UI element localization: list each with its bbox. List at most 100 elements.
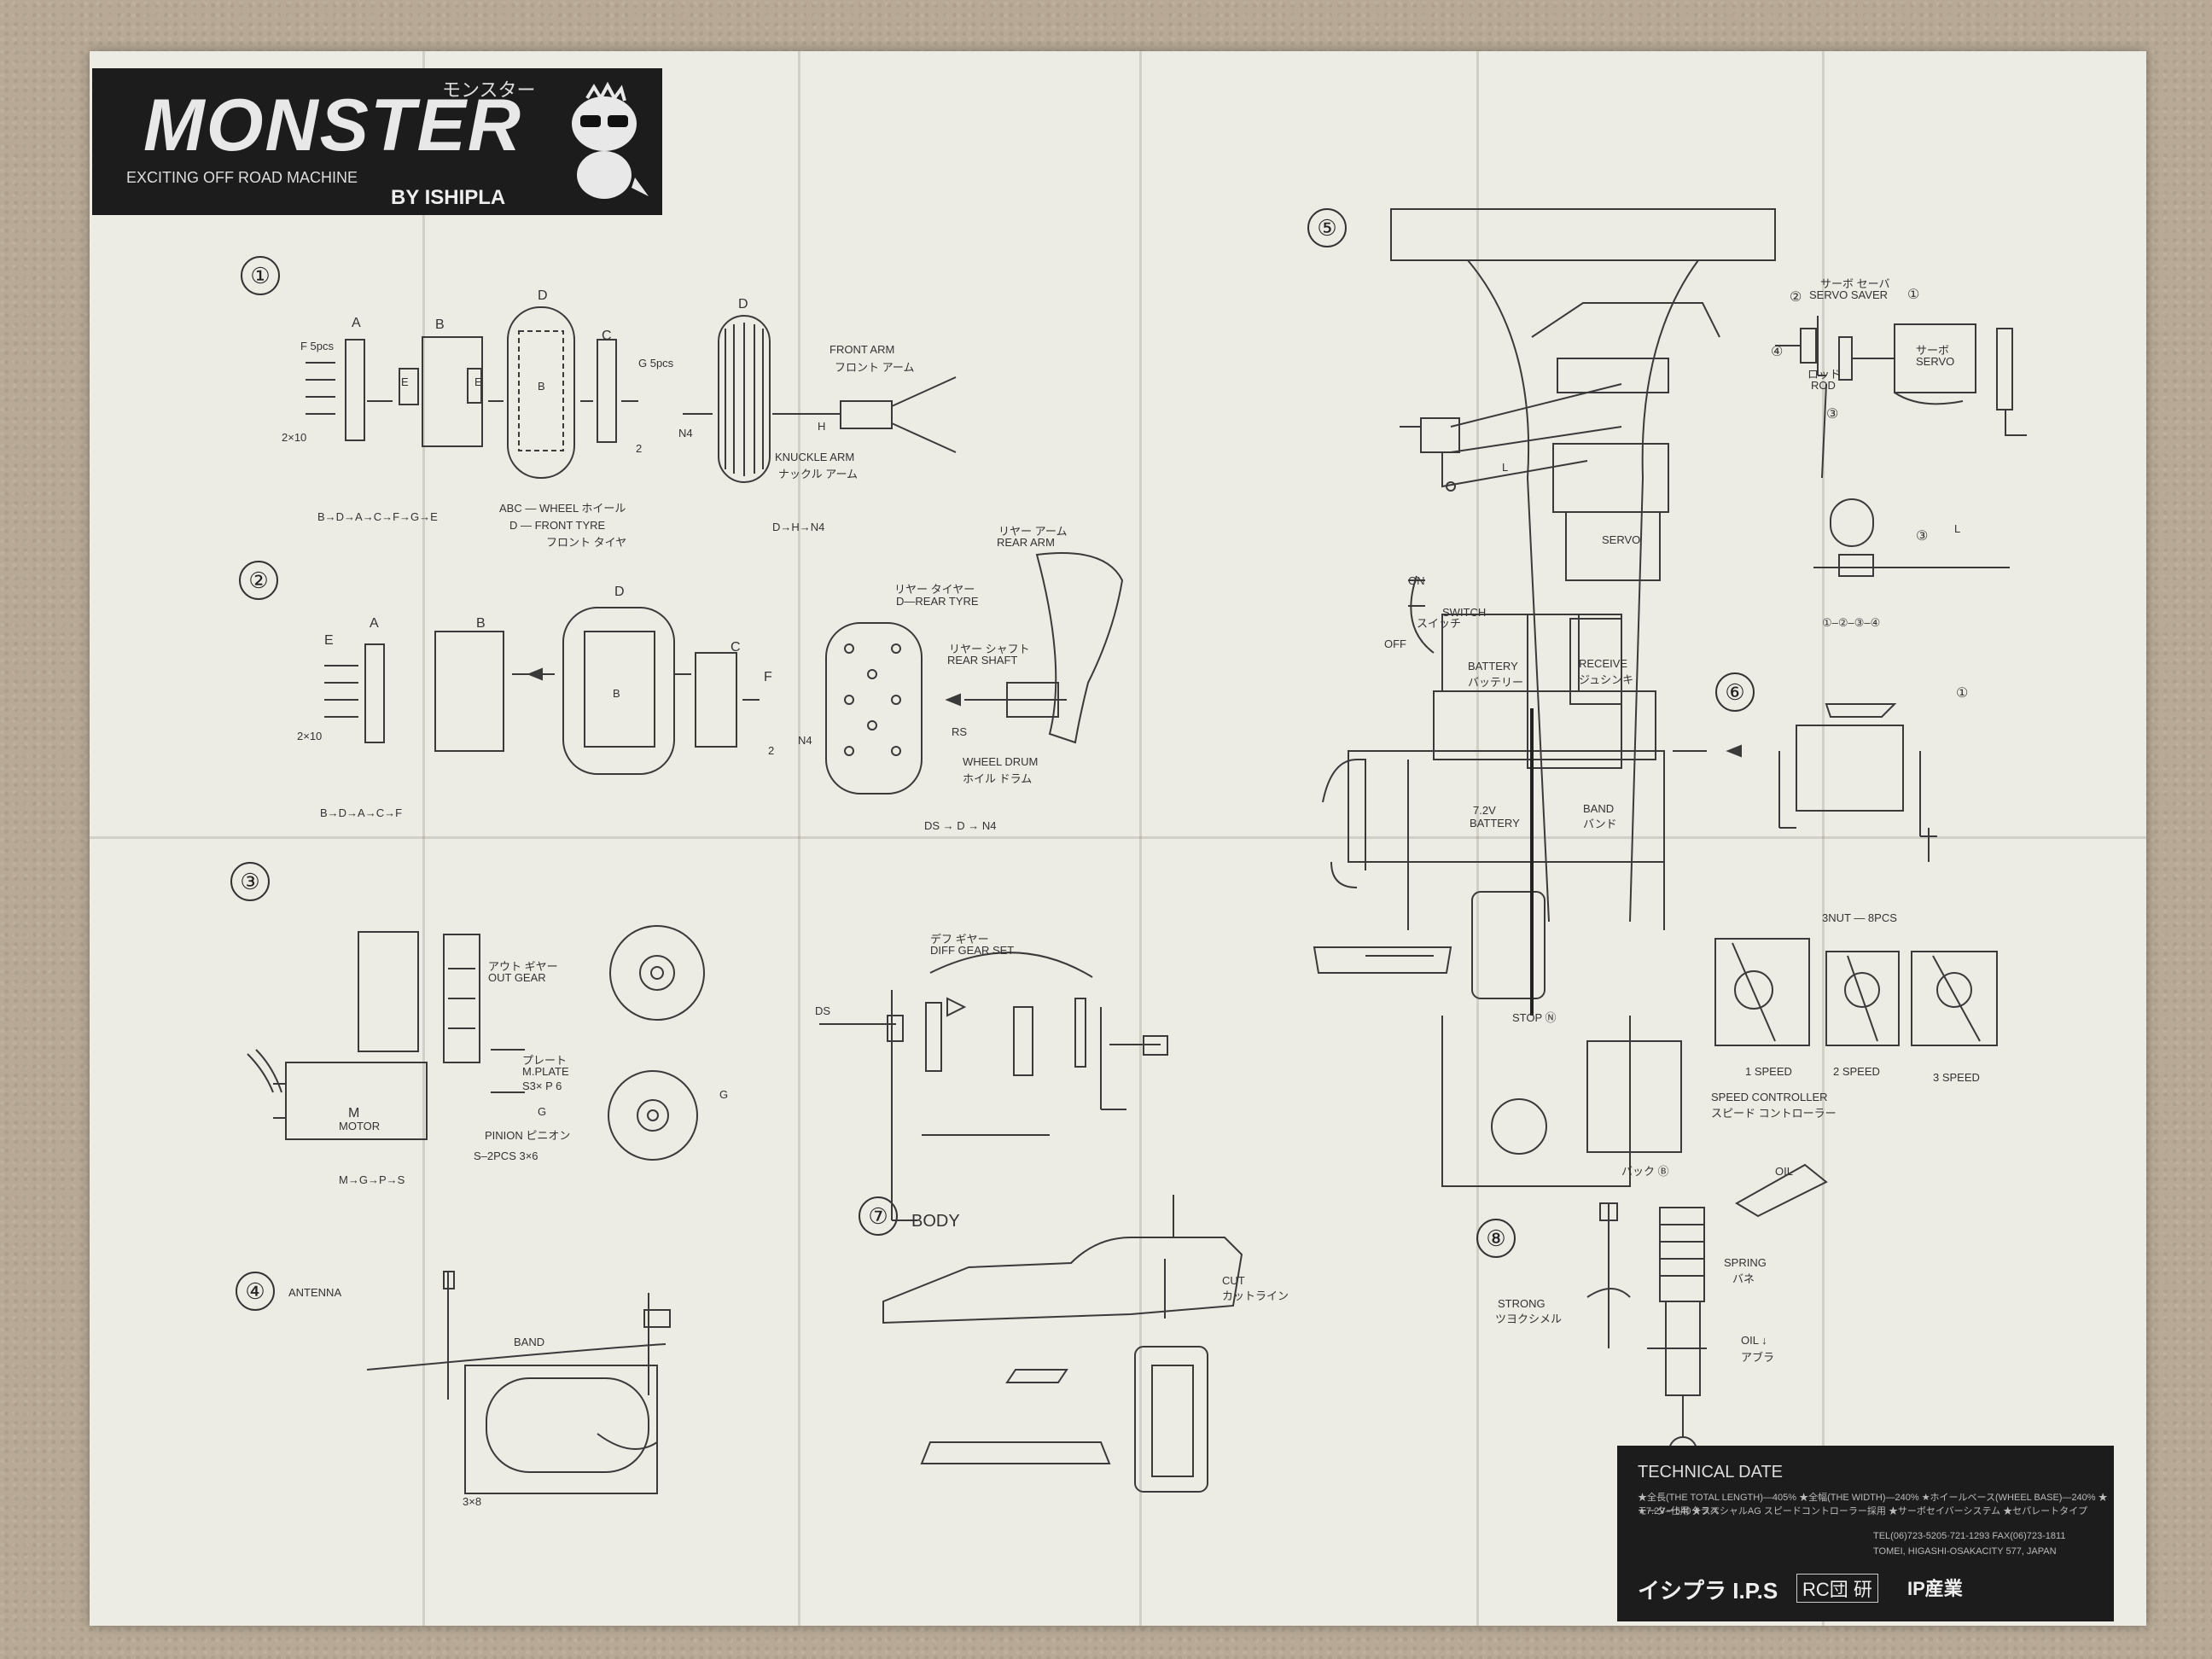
- step2-label-n4: N4: [798, 734, 812, 747]
- logo-tagline: EXCITING OFF ROAD MACHINE: [126, 169, 358, 186]
- step2-rs: RS: [952, 725, 968, 738]
- step2-sequence-2: DS → D → N4: [924, 819, 997, 832]
- step-4-number: ④: [236, 1272, 275, 1311]
- step6-circle-1: ①: [1956, 686, 1969, 701]
- step5-servo: SERVO: [1916, 355, 1955, 368]
- step5-band-jp: バンド: [1583, 818, 1617, 830]
- step6-back: バック Ⓑ: [1621, 1165, 1669, 1178]
- step6-speed-3: 3 SPEED: [1933, 1071, 1980, 1084]
- step3-out-gear-jp: アウト ギヤー: [488, 960, 558, 973]
- step6-controller-jp: スピード コントローラー: [1711, 1107, 1837, 1120]
- fold-line: [422, 51, 425, 1626]
- step1-label-size: 2×10: [282, 431, 307, 444]
- step2-label-e: E: [324, 633, 334, 648]
- step5-switch-jp: スイッチ: [1417, 617, 1462, 630]
- step-8-number: ⑧: [1476, 1219, 1516, 1258]
- step6-nut: 3NUT — 8PCS: [1822, 911, 1897, 924]
- step7-body: BODY: [911, 1212, 960, 1231]
- step1-abc-wheel: ABC — WHEEL ホイール: [499, 502, 626, 515]
- step1-sequence: B→D→A→C→F→G→E: [317, 510, 438, 523]
- technical-line-2: ★7.2V–仕用 ★スペシャルAG スピードコントローラー採用 ★サーボセイバー…: [1638, 1506, 2088, 1516]
- step8-spring: SPRING: [1724, 1256, 1767, 1269]
- step5-l: L: [1502, 461, 1509, 474]
- step2-rear-arm: REAR ARM: [997, 536, 1055, 549]
- step5-servo-center: SERVO: [1602, 533, 1641, 546]
- fold-line-horizontal: [90, 836, 2146, 839]
- step1-d-front-tyre: D — FRONT TYRE: [509, 519, 606, 532]
- step5-l2: L: [1954, 522, 1961, 535]
- brand-company: IP産業: [1907, 1578, 1963, 1599]
- step5-drawing: [1314, 209, 1775, 1186]
- mascot-icon: [572, 81, 649, 199]
- step1-label-b-inner: B: [538, 380, 545, 393]
- step2-drawing: [324, 553, 1122, 794]
- step1-d-front-tyre-jp: フロント タイヤ: [546, 536, 627, 549]
- step2-rear-arm-jp: リヤー アーム: [998, 525, 1068, 538]
- step5-servo-jp: サーボ: [1916, 344, 1950, 357]
- step5-rod: ROD: [1811, 379, 1836, 392]
- step2-rear-shaft: REAR SHAFT: [947, 654, 1018, 667]
- diff-gear-drawing: [819, 952, 1167, 1220]
- step1-label-e2: E: [474, 375, 482, 388]
- step3-pinion: PINION ピニオン: [485, 1129, 571, 1142]
- step1-label-e1: E: [401, 375, 409, 388]
- step1-label-two: 2: [636, 442, 643, 455]
- step5-servo-saver-jp: サーボ セーバ: [1820, 277, 1890, 290]
- logo-title: MONSTER: [143, 84, 522, 166]
- technical-line-1: ★全長(THE TOTAL LENGTH)—405% ★全幅(THE WIDTH…: [1638, 1493, 2108, 1516]
- step5-band: BAND: [1583, 802, 1615, 815]
- step5-servo-saver: SERVO SAVER: [1809, 288, 1888, 301]
- step5-receive: RECEIVE: [1579, 657, 1628, 670]
- step6-speed-2: 2 SPEED: [1833, 1065, 1880, 1078]
- step8-strong: STRONG: [1498, 1297, 1545, 1310]
- step3-m: M: [348, 1106, 360, 1121]
- step6-drawing: [1673, 704, 1997, 1045]
- servo-saver-drawing: [1775, 316, 2027, 576]
- step1-label-c: C: [602, 329, 612, 343]
- fold-line: [1476, 51, 1479, 1626]
- step5-on: ON: [1408, 574, 1425, 587]
- step2-label-c: C: [731, 640, 741, 655]
- step1-label-b: B: [435, 317, 445, 332]
- step7-cut-jp: カットライン: [1222, 1289, 1289, 1302]
- step3-g2: G: [719, 1088, 729, 1101]
- step2-rear-shaft-jp: リヤー シャフト: [949, 643, 1030, 655]
- step8-spring-jp: バネ: [1732, 1272, 1755, 1285]
- step2-label-f: F: [764, 670, 772, 684]
- step2-rear-tyre: D—REAR TYRE: [896, 595, 979, 608]
- monster-logo: MONSTER モンスター EXCITING OFF ROAD MACHINE …: [92, 68, 662, 215]
- step5-off: OFF: [1384, 637, 1406, 650]
- diff-ds: DS: [815, 1004, 831, 1017]
- step1-label-d2: D: [738, 297, 748, 311]
- step8-strong-jp: ツヨクシメル: [1495, 1313, 1563, 1325]
- step4-drawing: [367, 1272, 670, 1493]
- step4-antenna: ANTENNA: [288, 1286, 342, 1299]
- step8-oil2: OIL ↓: [1741, 1334, 1767, 1347]
- step5-receive-jp: ジュシンキ: [1579, 673, 1634, 686]
- step5-battery: BATTERY: [1468, 660, 1518, 672]
- step5-switch: SWITCH: [1442, 606, 1487, 619]
- fold-line: [1822, 51, 1825, 1626]
- step5-battery-2: BATTERY: [1470, 817, 1520, 830]
- step1-label-knuckle: KNUCKLE ARM: [775, 451, 855, 463]
- step1-label-a: A: [352, 316, 361, 330]
- fold-line: [1139, 51, 1142, 1626]
- step5-circle-1: ①: [1907, 288, 1920, 302]
- step2-wheel-drum-jp: ホイル ドラム: [963, 772, 1033, 785]
- step3-g: G: [538, 1105, 547, 1118]
- step7-drawing: [883, 1195, 1242, 1492]
- step-1-number: ①: [241, 256, 280, 295]
- step8-drawing: [1587, 1165, 1826, 1464]
- step7-cut: CUT: [1222, 1274, 1245, 1287]
- logo-kana: モンスター: [442, 79, 536, 101]
- step6-controller: SPEED CONTROLLER: [1711, 1091, 1828, 1103]
- step3-motor: MOTOR: [339, 1120, 381, 1132]
- step-3-number: ③: [230, 862, 270, 901]
- step3-drawing: [247, 926, 704, 1160]
- step8-oil: OIL: [1775, 1165, 1793, 1178]
- technical-data-panel: TECHNICAL DATE ★全長(THE TOTAL LENGTH)—405…: [1617, 1446, 2114, 1621]
- technical-line-3: TEL(06)723-5205·721-1293 FAX(06)723-1811: [1873, 1531, 2066, 1541]
- step3-plate-jp: プレート: [522, 1054, 568, 1067]
- step2-label-size: 2×10: [297, 730, 323, 742]
